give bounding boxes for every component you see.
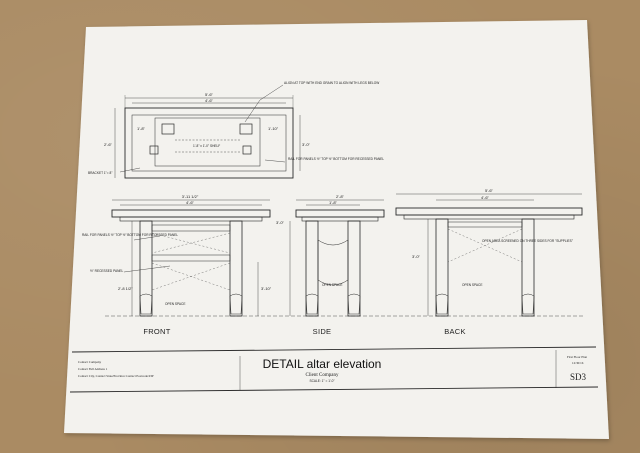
note-recessed-panel: ½" RECESSED PANEL — [90, 269, 124, 273]
sheet-id: SD3 — [570, 372, 587, 382]
side-open-space: OPEN SPACE — [322, 283, 343, 287]
drawing-date: 12/30/16 — [572, 361, 584, 365]
side-height: 3'-0" — [276, 220, 285, 225]
plan-inner-width: 4'-6" — [205, 98, 214, 103]
side-inner-width: 1'-8" — [329, 200, 338, 205]
note-back-open-area: OPEN AREA SCREENED ON THREE SIDES FOR "S… — [482, 239, 573, 243]
drawing-title: DETAIL altar elevation — [263, 357, 382, 371]
paper-sheet — [64, 20, 609, 439]
plan-depth-2: 3'-0" — [302, 142, 311, 147]
note-rail-panels-plan: RAIL FOR PANELS ½" TOP ½" BOTTOM FOR REC… — [288, 157, 384, 161]
back-height: 3'-0" — [412, 254, 421, 259]
company-line-1: Contact Company — [78, 360, 102, 364]
plan-name: First Floor Plan — [567, 355, 587, 359]
side-top-width: 2'-8" — [336, 194, 345, 199]
note-rail-panels-front: RAIL FOR PANELS ½" TOP ½" BOTTOM FOR REC… — [82, 233, 178, 237]
front-open-space: OPEN SPACE — [165, 302, 186, 306]
note-bracket: BRACKET 1"= 8" — [88, 171, 112, 175]
plan-overall-width: 5'-6" — [205, 92, 214, 97]
view-label-back: BACK — [444, 327, 466, 336]
back-top-width: 5'-6" — [485, 188, 494, 193]
front-leg-height-2: 3'-10" — [261, 286, 272, 291]
company-line-3: Contact City, Contact State/Province Con… — [78, 374, 154, 379]
front-leg-height-1: 2'-8 1/2" — [118, 286, 133, 291]
plan-shelf: 1'-8" x 1'-0" SHELF — [193, 144, 220, 148]
back-elevation: 5'-6" 4'-6" 3'-0" OPEN SPACE OPEN AREA S… — [395, 188, 583, 317]
back-inner-width: 4'-6" — [481, 195, 490, 200]
view-label-side: SIDE — [313, 327, 332, 336]
plan-side-2: 1'-10" — [268, 126, 279, 131]
client-company: Client Company — [306, 373, 339, 378]
company-line-2: Contact Full Address 1 — [78, 367, 108, 371]
drawing-scale: SCALE: 1" = 1'-0" — [309, 379, 334, 383]
plan-side-1: 1'-8" — [137, 126, 146, 131]
plan-view: 5'-6" 4'-6" 1'-8" 1'-10" 1'-8" x 1'-0" S… — [88, 81, 384, 179]
note-align-top: ALIGN AT TOP WITH END GRAIN TO ALIGN WIT… — [284, 81, 379, 85]
plan-depth-1: 2'-6" — [104, 142, 113, 147]
title-block: Contact Company Contact Full Address 1 C… — [69, 346, 599, 393]
front-inner-width: 4'-6" — [186, 200, 195, 205]
front-elevation: 3'-11 1/2" 4'-6" 2'-8 1/2" 3'-10" OPEN S… — [82, 194, 272, 317]
back-open-space: OPEN SPACE — [462, 283, 483, 287]
front-top-width: 3'-11 1/2" — [182, 194, 199, 199]
view-label-front: FRONT — [143, 327, 170, 336]
